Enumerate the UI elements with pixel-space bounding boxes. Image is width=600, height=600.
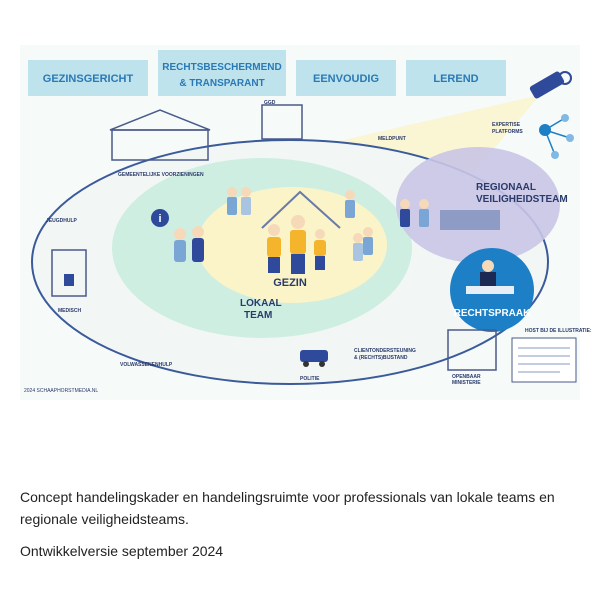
medisch-label: MEDISCH	[58, 308, 81, 314]
hospital-icon	[51, 249, 87, 297]
banner-rechtsbeschermend	[158, 50, 286, 96]
banner-lerend	[406, 60, 506, 96]
family-figures	[267, 215, 326, 274]
lokaal-label-2: TEAM	[244, 310, 272, 321]
rechtspraak-label: RECHTSPRAAK	[454, 308, 531, 319]
ggd-building-icon	[261, 104, 303, 140]
banner-rechtsbeschermend-label: RECHTSBESCHERMEND	[162, 62, 281, 73]
om-label-1: OPENBAAR	[452, 374, 481, 380]
banner-eenvoudig	[296, 60, 396, 96]
om-building-icon	[447, 329, 497, 371]
note-box	[511, 337, 577, 383]
banner-gezinsgericht	[28, 60, 148, 96]
banner-eenvoudig-label: EENVOUDIG	[313, 73, 379, 85]
politie-label: POLITIE	[300, 376, 320, 382]
volwassenen-label: VOLWASSENENHULP	[120, 362, 173, 368]
meldpunt-label: MELDPUNT	[378, 136, 406, 142]
judge-icon	[466, 260, 514, 294]
regionaal-team-figures	[400, 199, 500, 230]
banner-gezinsgericht-label: GEZINSGERICHT	[43, 73, 134, 85]
ggd-label: GGD	[264, 100, 276, 106]
credit-label: 2024 SCHAAPHORSTMEDIA.NL	[24, 388, 98, 394]
svg-text:i: i	[158, 213, 161, 225]
banner-transparant-label: & TRANSPARANT	[179, 78, 264, 89]
table-icon	[440, 210, 500, 230]
house-icon	[261, 190, 341, 229]
expertise-network-icon	[539, 114, 574, 159]
lokaal-label-1: LOKAAL	[240, 298, 282, 309]
caption-text: Concept handelingskader en handelingsrui…	[20, 489, 555, 527]
note-title: HOST BIJ DE ILLUSTRATIE:	[525, 328, 592, 334]
banner-lerend-label: LEREND	[433, 73, 478, 85]
banner-row: GEZINSGERICHT RECHTSBESCHERMEND & TRANSP…	[28, 50, 506, 96]
town-hall-icon	[109, 109, 211, 161]
gemeente-label: GEMEENTELIJKE VOORZIENINGEN	[118, 172, 204, 178]
version-text: Ontwikkelversie september 2024	[20, 543, 224, 559]
regionaal-veiligheidsteam-area	[396, 147, 560, 263]
regionaal-label-1: REGIONAAL	[476, 182, 536, 193]
flashlight-icon	[529, 71, 572, 99]
police-car-icon	[300, 350, 328, 367]
concept-illustration: GEZINSGERICHT RECHTSBESCHERMEND & TRANSP…	[24, 50, 592, 394]
info-icon	[151, 209, 169, 227]
expertise-label-2: PLATFORMS	[492, 129, 523, 135]
expertise-label-1: EXPERTISE	[492, 122, 521, 128]
professionals-lokaal	[174, 187, 373, 262]
om-label-2: MINISTERIE	[452, 380, 481, 386]
gezin-label: GEZIN	[273, 277, 307, 289]
clienten-label-2: & (RECHTS)BIJSTAND	[354, 355, 408, 361]
jeugdhulp-label: JEUGDHULP	[46, 218, 78, 224]
clienten-label-1: CLIENTONDERSTEUNING	[354, 348, 416, 354]
regionaal-label-2: VEILIGHEIDSTEAM	[476, 194, 568, 205]
